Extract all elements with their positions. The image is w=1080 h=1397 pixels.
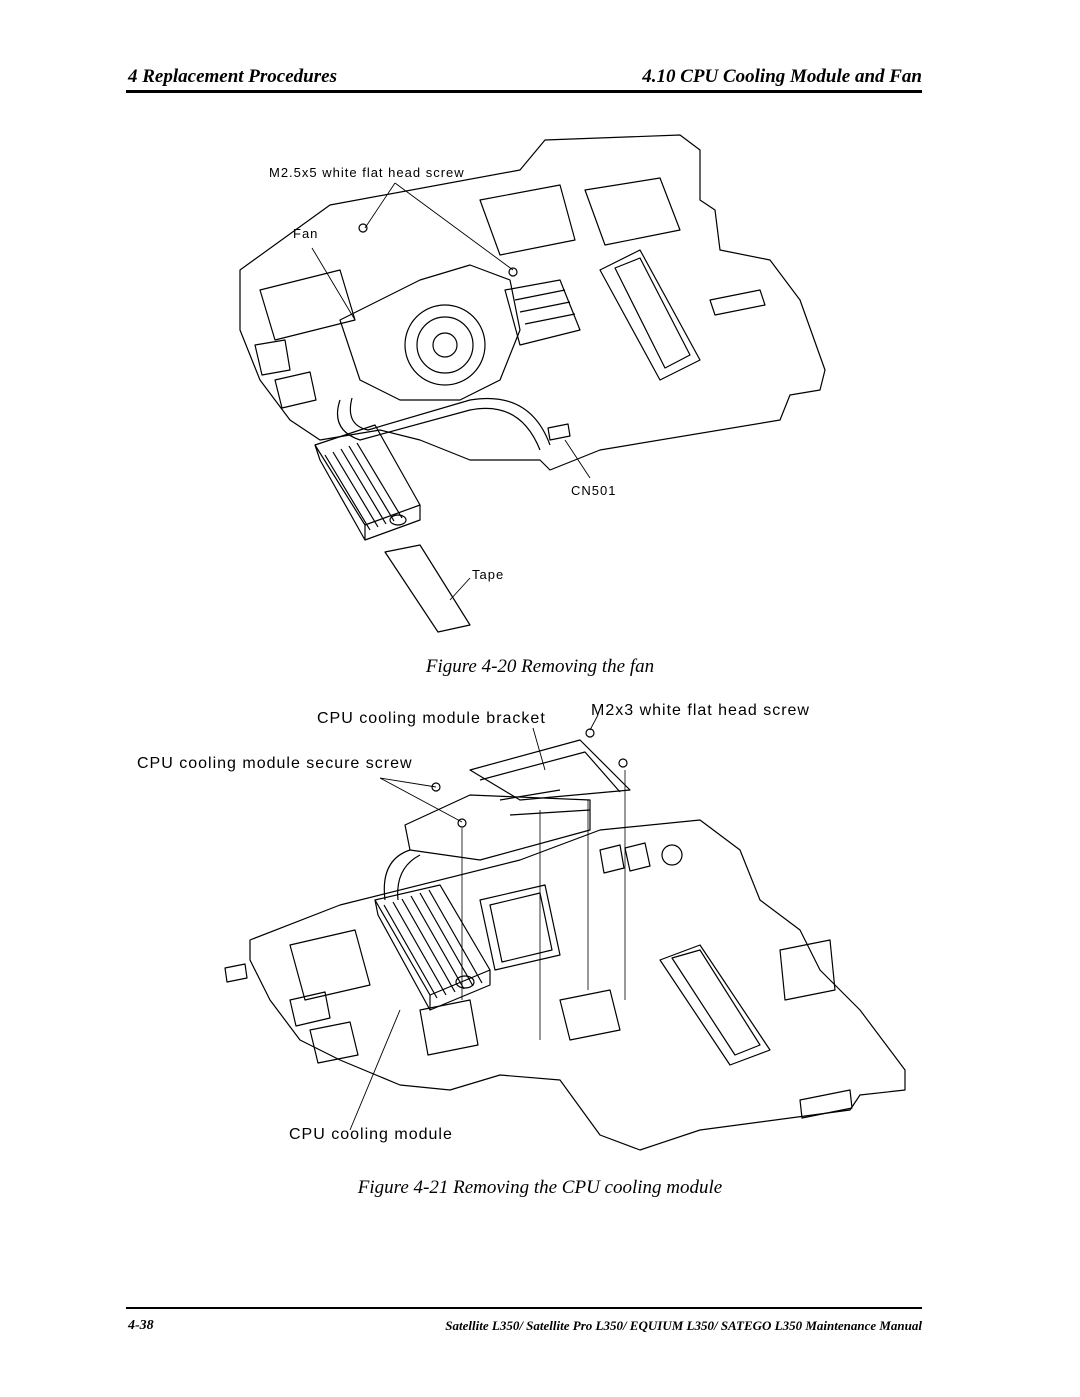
figure-20-caption: Figure 4-20 Removing the fan — [425, 656, 655, 677]
cooling-module-label: CPU cooling module — [289, 1126, 453, 1143]
page-number: 4-38 — [128, 1318, 154, 1333]
figure-21-caption: Figure 4-21 Removing the CPU cooling mod… — [357, 1177, 723, 1198]
header-rule — [126, 90, 922, 93]
figure-21-drawing — [224, 714, 906, 1151]
manual-title: Satellite L350/ Satellite Pro L350/ EQUI… — [445, 1318, 922, 1333]
section-title: 4 Replacement Procedures — [128, 66, 337, 87]
screw-label-fig20: M2.5x5 white flat head screw — [269, 165, 465, 180]
footer-rule — [126, 1307, 922, 1309]
bracket-label: CPU cooling module bracket — [317, 710, 546, 727]
fan-label: Fan — [293, 226, 319, 241]
screw-label-fig21: M2x3 white flat head screw — [591, 702, 810, 719]
secure-screw-label: CPU cooling module secure screw — [137, 755, 413, 772]
tape-label: Tape — [472, 567, 505, 582]
figure-20-drawing — [239, 134, 826, 633]
subsection-title: 4.10 CPU Cooling Module and Fan — [642, 66, 922, 87]
connector-label: CN501 — [571, 483, 617, 498]
